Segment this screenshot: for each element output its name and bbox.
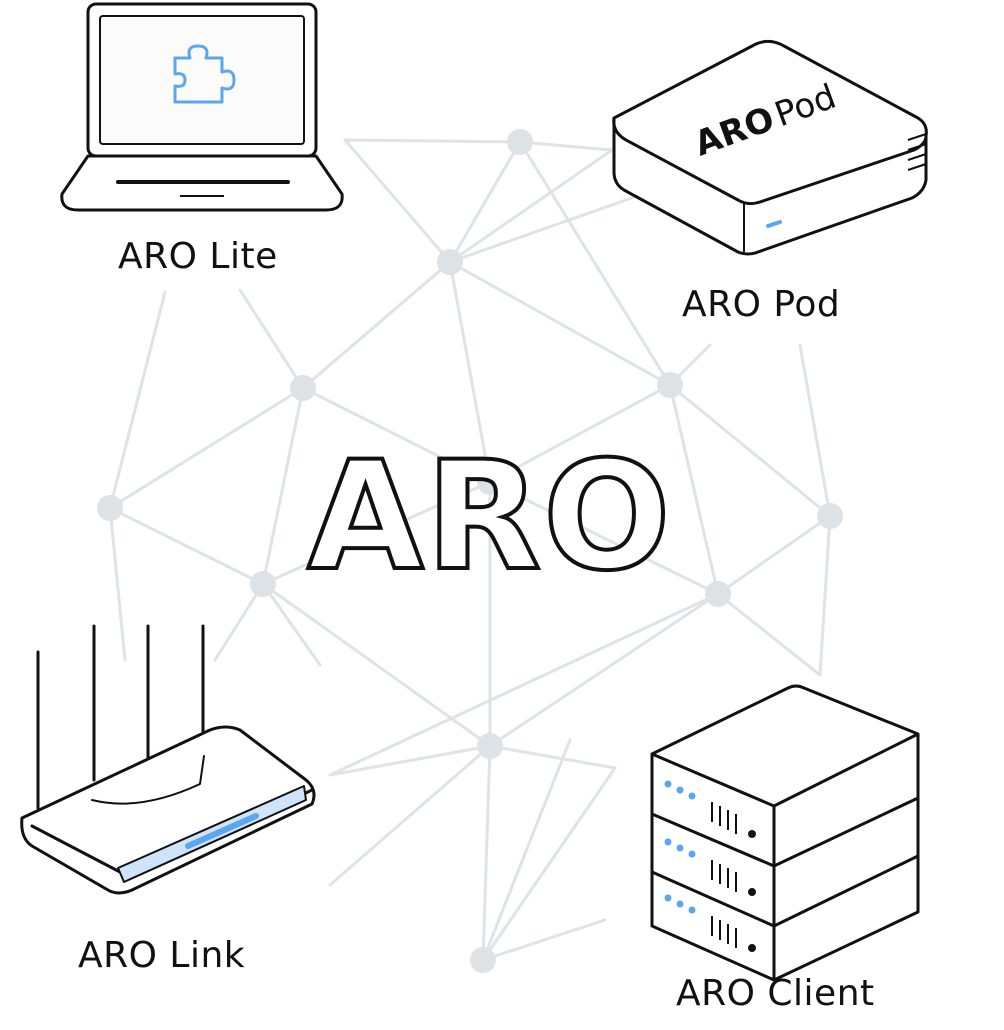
network-link — [301, 260, 452, 390]
network-link — [343, 138, 452, 264]
network-link — [328, 744, 492, 887]
network-link — [448, 140, 522, 264]
network-node — [290, 375, 316, 401]
network-link — [328, 744, 492, 777]
network-link — [261, 480, 492, 586]
network-link — [716, 592, 822, 677]
aro-lite-label: ARO Lite — [118, 236, 278, 277]
network-nodes — [97, 129, 843, 973]
network-link — [261, 582, 322, 667]
network-mesh — [108, 138, 832, 962]
network-link — [448, 260, 492, 484]
laptop-icon — [60, 2, 344, 212]
pod-box-icon: AROPod — [612, 39, 928, 256]
network-link — [448, 148, 614, 264]
aro-pod-label: ARO Pod — [682, 284, 841, 325]
network-link — [518, 140, 614, 152]
network-link — [343, 138, 522, 144]
network-link — [238, 288, 305, 390]
network-link — [261, 582, 492, 748]
network-link — [481, 918, 607, 962]
network-link — [488, 592, 720, 748]
network-link — [108, 386, 305, 510]
network-node — [437, 249, 463, 275]
network-link — [108, 290, 167, 510]
network-link — [668, 383, 720, 596]
network-link — [488, 744, 617, 770]
network-link — [448, 260, 672, 387]
network-node — [705, 581, 731, 607]
network-link — [798, 343, 832, 518]
network-link — [213, 582, 265, 662]
network-link — [108, 506, 127, 662]
router-icon — [20, 624, 316, 895]
network-node — [507, 129, 533, 155]
network-link — [261, 386, 305, 586]
network-link — [488, 480, 720, 596]
aro-client-label: ARO Client — [676, 973, 875, 1014]
network-node — [97, 495, 123, 521]
network-link — [488, 383, 672, 484]
network-link — [716, 514, 832, 596]
aro-link-label: ARO Link — [78, 935, 246, 976]
aro-center-logo: ARO — [307, 430, 672, 604]
network-node — [817, 503, 843, 529]
network-link — [818, 514, 832, 677]
network-node — [477, 733, 503, 759]
network-link — [668, 383, 832, 518]
network-link — [328, 592, 720, 777]
puzzle-icon — [173, 44, 236, 104]
network-node — [477, 469, 503, 495]
network-link — [481, 738, 572, 962]
network-link — [301, 386, 492, 484]
server-rack-icon — [650, 684, 920, 982]
network-link — [481, 766, 617, 962]
network-link — [481, 744, 492, 962]
network-link — [108, 506, 265, 586]
network-node — [470, 947, 496, 973]
network-link — [448, 193, 642, 264]
network-node — [657, 372, 683, 398]
network-node — [250, 571, 276, 597]
network-link — [518, 140, 672, 387]
